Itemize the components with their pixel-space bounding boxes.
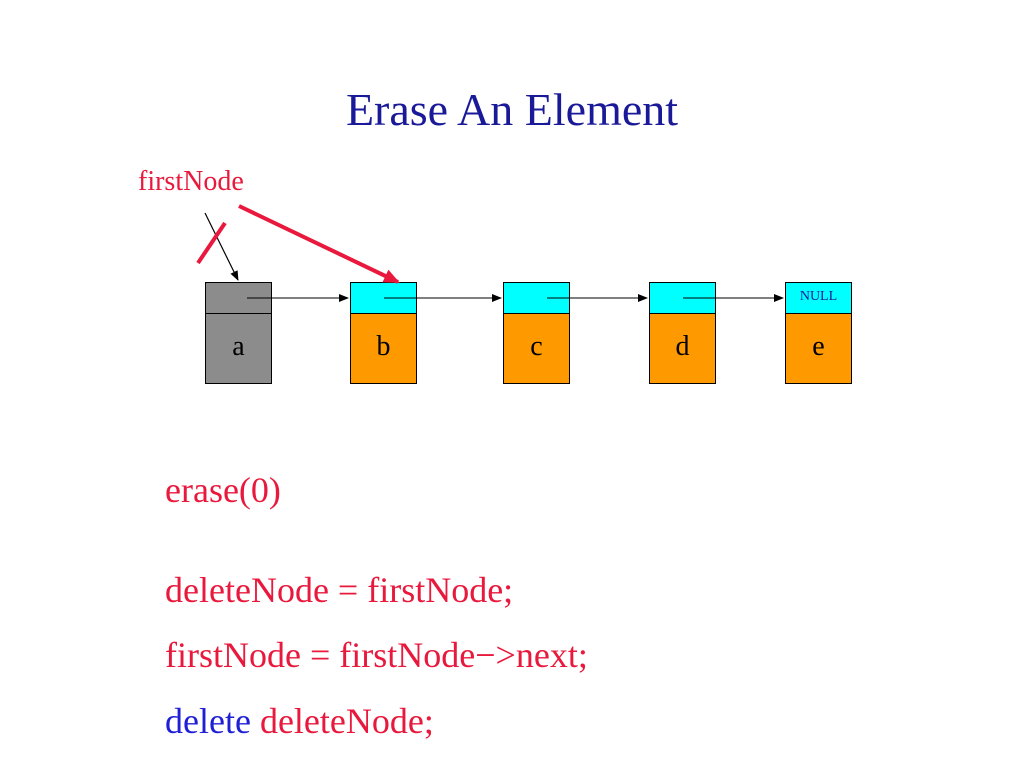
delete-keyword: delete [165, 701, 251, 741]
code-erase-call: erase(0) [165, 470, 281, 510]
node-c-link-field [503, 282, 570, 314]
node-e: NULL e [785, 282, 852, 384]
node-b-link-field [350, 282, 417, 314]
node-d: d [649, 282, 716, 384]
first-node-label: firstNode [138, 166, 244, 197]
node-d-link-field [649, 282, 716, 314]
node-c: c [503, 282, 570, 384]
code-line-first-node-advance: firstNode = firstNode−>next; [165, 635, 588, 675]
node-b: b [350, 282, 417, 384]
node-a-data: a [205, 314, 272, 384]
node-e-link-field: NULL [785, 282, 852, 314]
code-line-delete-node-assign: deleteNode = firstNode; [165, 570, 514, 610]
node-a-link-field [205, 282, 272, 314]
slide-title: Erase An Element [345, 84, 679, 135]
node-c-data: c [503, 314, 570, 384]
cross-out-mark [196, 221, 227, 265]
old-first-node-arrow [204, 212, 239, 281]
node-e-data: e [785, 314, 852, 384]
code-line-delete: delete deleteNode; [165, 700, 434, 742]
null-link-text: NULL [799, 289, 838, 304]
new-first-node-arrow [238, 204, 400, 284]
delete-operand: deleteNode; [250, 701, 434, 741]
node-a: a [205, 282, 272, 384]
node-d-data: d [649, 314, 716, 384]
node-b-data: b [350, 314, 417, 384]
